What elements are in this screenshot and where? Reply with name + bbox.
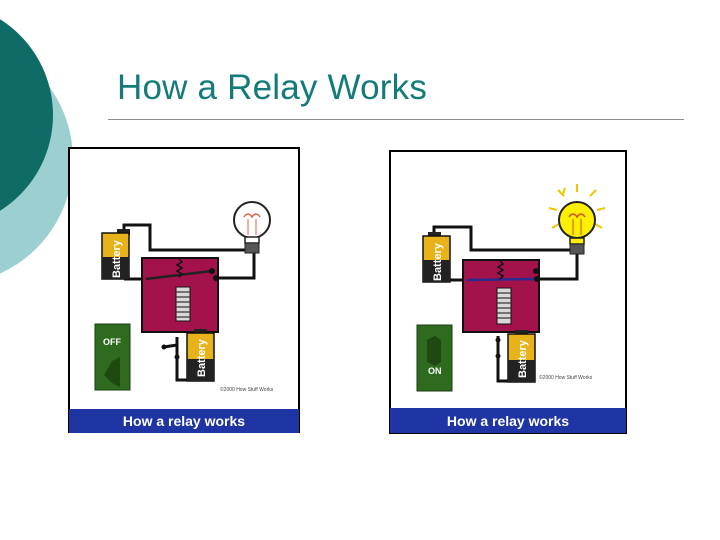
battery-bottom-label: Battery — [196, 338, 208, 377]
decorative-circles — [0, 19, 73, 274]
light-bulb-off — [233, 201, 271, 254]
title-divider — [108, 119, 684, 120]
caption-bar — [69, 409, 299, 433]
battery-bottom: Battery — [186, 329, 215, 382]
diagram-caption: How a relay works — [447, 413, 569, 429]
slide-title: How a Relay Works — [117, 68, 428, 107]
copyright-text: ©2000 How Stuff Works — [539, 374, 593, 381]
switch-on: ON — [416, 324, 453, 392]
relay-body — [141, 257, 219, 333]
switch-off: OFF — [94, 323, 131, 391]
battery-bottom-label: Battery — [517, 339, 529, 378]
relay-diagram-on: Battery — [389, 150, 629, 436]
light-bulb-on — [548, 184, 606, 255]
battery-bottom: Battery — [507, 330, 536, 383]
switch-label-on: ON — [428, 366, 442, 376]
battery-top: Battery — [101, 229, 130, 280]
switch-label-off: OFF — [103, 337, 121, 347]
copyright-text: ©2000 How Stuff Works — [220, 386, 274, 393]
diagram-caption: How a relay works — [123, 413, 245, 429]
battery-top-label: Battery — [432, 242, 444, 281]
battery-top-label: Battery — [111, 239, 123, 278]
relay-body — [462, 259, 540, 333]
caption-bar — [390, 408, 626, 433]
battery-top: Battery — [422, 232, 451, 283]
relay-diagram-off: Battery OFF — [68, 147, 302, 435]
